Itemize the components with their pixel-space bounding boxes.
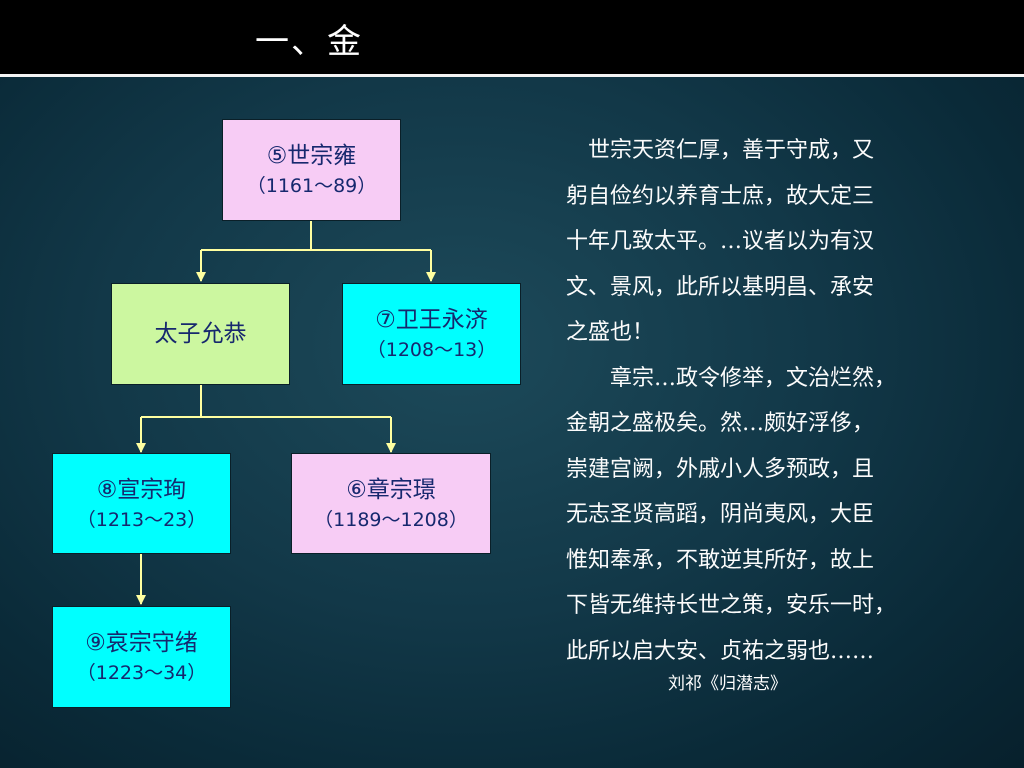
node-name: ⑦卫王永济 xyxy=(375,307,488,333)
node-shizong-yong: ⑤世宗雍 （1161～89） xyxy=(222,119,401,221)
quote-line: 文、景风，此所以基明昌、承安 xyxy=(566,274,875,300)
node-aizong-shouxu: ⑨哀宗守绪 （1223～34） xyxy=(52,606,231,708)
quote-line: 世宗天资仁厚，善于守成，又 xyxy=(566,138,875,163)
quote-line: 此所以启大安、贞祐之弱也…… xyxy=(566,638,875,664)
node-name: ⑤世宗雍 xyxy=(266,143,357,169)
node-crown-prince-yungong: 太子允恭 xyxy=(111,283,290,385)
quote-line: 惟知奉承，不敢逆其所好，故上 xyxy=(566,547,875,573)
quote-line: 下皆无维持长世之策，安乐一时， xyxy=(566,593,897,618)
quote-line: 章宗…政令修举，文治烂然， xyxy=(566,365,897,391)
title-bar xyxy=(0,0,1024,74)
node-years: （1208～13） xyxy=(366,339,497,361)
quote-line: 金朝之盛极矣。然…颇好浮侈， xyxy=(566,411,875,436)
node-years: （1189～1208） xyxy=(314,508,468,531)
slide-title: 一、金 xyxy=(255,22,363,62)
quote-line: 无志圣贤高蹈，阴尚夷风，大臣 xyxy=(566,502,875,527)
quote-source: 刘祁《归潜志》 xyxy=(668,674,787,694)
node-xuanzong-xun: ⑧宣宗珣 （1213～23） xyxy=(52,453,231,554)
quote-line: 十年几致太平。…议者以为有汉 xyxy=(566,229,875,254)
title-underline xyxy=(0,74,1024,77)
quote-line: 躬自俭约以养育士庶，故大定三 xyxy=(566,183,875,209)
quote-line: 崇建宫阙，外戚小人多预政，且 xyxy=(566,456,875,482)
node-zhangzong-jing: ⑥章宗璟 （1189～1208） xyxy=(291,453,491,554)
node-name: ⑨哀宗守绪 xyxy=(85,630,198,656)
node-years: （1213～23） xyxy=(76,508,207,531)
node-years: （1161～89） xyxy=(246,175,377,197)
quote-line: 之盛也！ xyxy=(566,320,655,345)
node-years: （1223～34） xyxy=(76,662,207,684)
node-name: ⑥章宗璟 xyxy=(346,476,436,503)
node-name: ⑧宣宗珣 xyxy=(96,476,187,503)
quote-text: 世宗天资仁厚，善于守成，又 躬自俭约以养育士庶，故大定三 十年几致太平。…议者以… xyxy=(566,128,1006,674)
node-name: 太子允恭 xyxy=(154,321,247,347)
node-weiwang-yongji: ⑦卫王永济 （1208～13） xyxy=(342,283,521,385)
